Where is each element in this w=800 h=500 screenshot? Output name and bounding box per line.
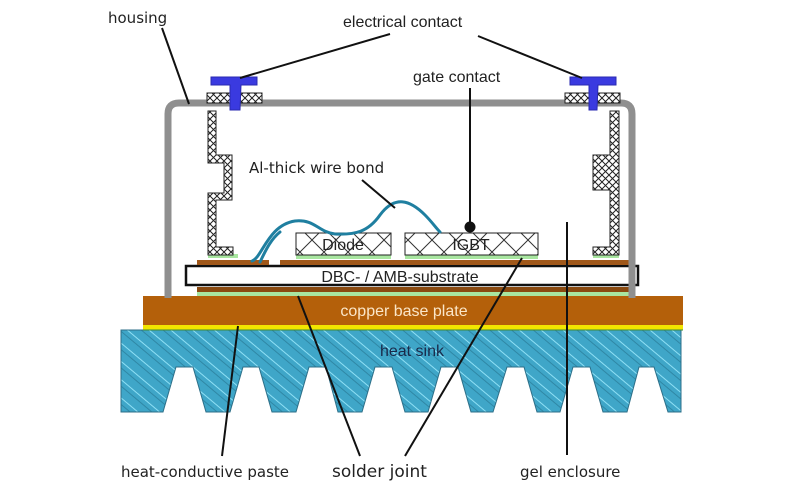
chip-solder-layer (296, 255, 391, 259)
copper-trace-main (280, 260, 629, 265)
igbt-chip (404, 232, 539, 256)
electrical-contact-leader-right (477, 35, 583, 79)
electrical-contact-label: electrical contact (343, 14, 463, 31)
wire-bond-leader (361, 179, 396, 209)
copper-trace-left (197, 260, 269, 265)
copper-base-plate (143, 296, 683, 325)
electrical-contact-leader-left (239, 33, 391, 79)
wire-bond-label: Al-thick wire bond (249, 159, 384, 177)
housing-leader (161, 27, 190, 105)
left-electrical-contact (210, 76, 258, 111)
gel-enclosure-label: gel enclosure (520, 463, 620, 481)
diode-label: Diode (322, 237, 364, 254)
right-electrical-contact (569, 76, 617, 111)
gate-contact-label: gate contact (413, 69, 501, 86)
solder-leader-right (404, 257, 523, 457)
gate-contact-dot (464, 221, 476, 233)
heat-sink (120, 329, 682, 413)
solder-leader-left (297, 295, 361, 457)
substrate-label: DBC- / AMB-substrate (321, 269, 478, 286)
substrate (184, 264, 640, 287)
heat-conductive-paste-label: heat-conductive paste (121, 463, 289, 481)
housing (164, 99, 636, 298)
solder-joint-label: solder joint (332, 462, 427, 482)
substrate-solder-layer (197, 292, 629, 296)
base-plate-label: copper base plate (340, 303, 467, 320)
right-seal (592, 110, 620, 256)
wire-bond (250, 200, 442, 263)
igbt-label: IGBT (452, 237, 490, 254)
left-seal (207, 110, 234, 256)
paste-leader (221, 325, 239, 457)
heat-sink-label: heat sink (380, 343, 445, 360)
housing-label: housing (108, 9, 167, 27)
heat-conductive-paste-layer (143, 325, 683, 330)
